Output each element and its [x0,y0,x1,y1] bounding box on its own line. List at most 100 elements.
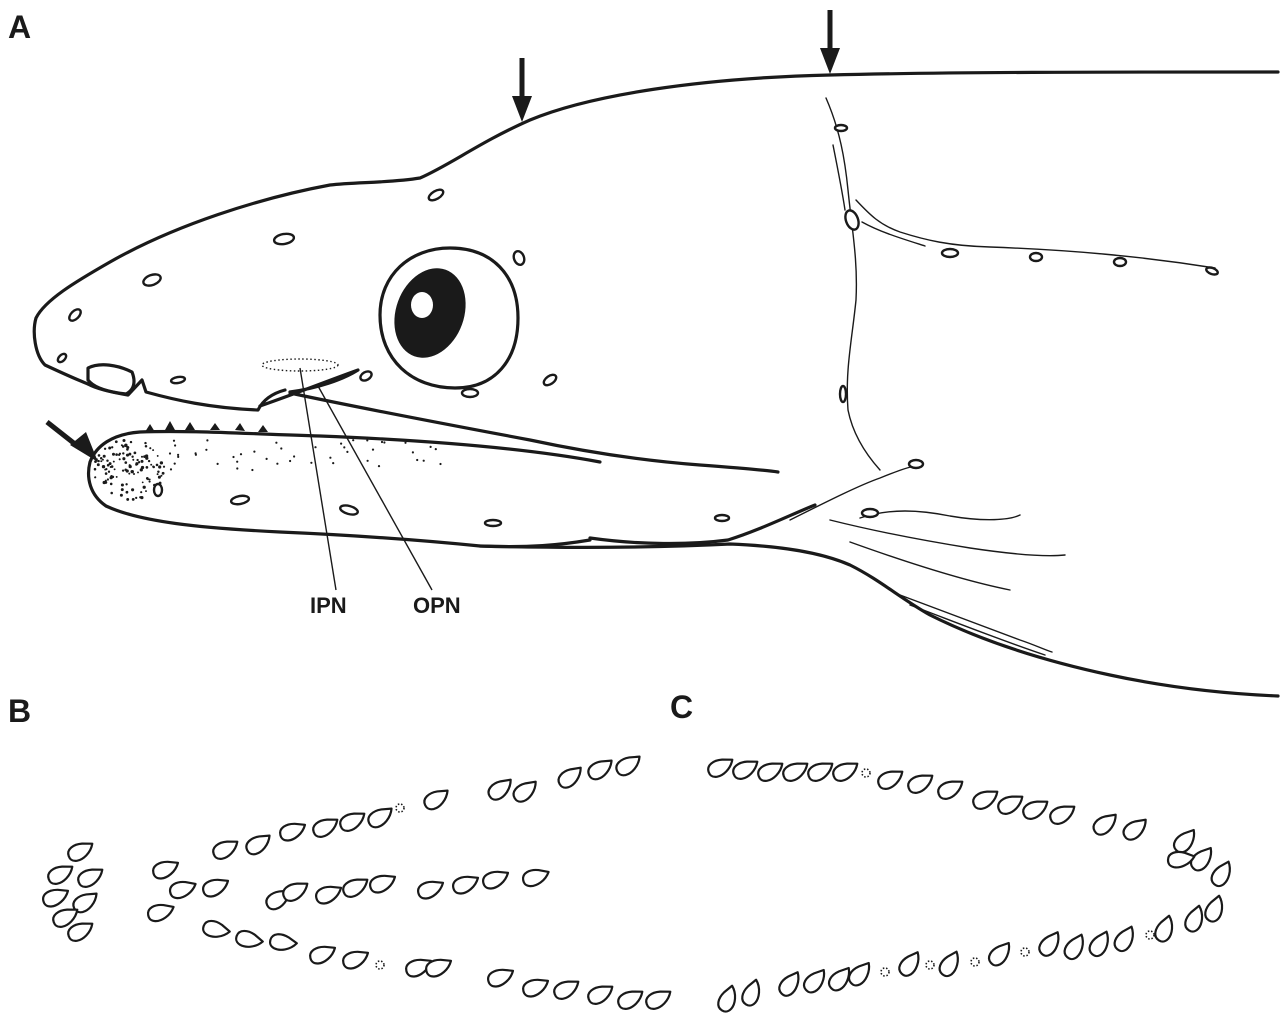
opn-label: OPN [413,593,461,618]
arrow-jaw-tip [47,422,98,462]
tooth [341,948,371,970]
tooth [341,875,371,899]
tooth [311,815,341,839]
head-pores [56,125,1218,526]
tooth [66,839,96,863]
eye [380,248,518,388]
tooth-socket [881,968,889,976]
tooth [1182,903,1209,934]
tooth [201,918,231,942]
tooth [1121,816,1152,843]
tooth [151,858,181,880]
tooth [511,778,542,805]
tooth [422,787,452,812]
tooth [586,757,616,782]
tooth [201,876,231,898]
tooth [46,862,76,886]
premaxillary-flap [88,365,134,394]
tooth [169,880,198,900]
tooth-socket [926,961,934,969]
tooth [731,757,761,781]
tooth-socket [862,769,870,777]
tooth [806,759,836,783]
tooth [522,868,551,888]
tooth-socket [396,804,404,812]
tooth [1171,827,1201,856]
dentition-panel-c [706,755,1237,1014]
tooth [781,759,811,783]
tooth [876,767,906,791]
tooth [715,983,742,1014]
jaw-angle-line [590,505,815,544]
tooth [906,771,936,795]
tooth [1111,924,1140,954]
tooth [1152,913,1179,944]
tooth [268,932,298,954]
tooth [314,883,344,905]
lower-jaw-outline [89,431,600,546]
tooth-socket [1021,948,1029,956]
tooth [1021,797,1051,821]
tooth [234,928,264,952]
tooth [1208,859,1237,889]
tooth [614,753,644,778]
tooth [1048,802,1078,826]
arrow-gill-opening [820,10,840,74]
tooth-socket [376,961,384,969]
tooth [739,977,766,1008]
tooth [41,886,71,908]
tooth [1061,932,1090,962]
tooth [76,865,106,889]
throat-profile-line [480,544,1278,696]
head-outline [34,72,1278,696]
tooth-socket [971,958,979,966]
panel-label-a: A [8,9,31,45]
tooth [776,969,806,999]
tooth [521,976,551,998]
dorsal-profile-line [34,72,1278,384]
tooth [451,873,481,895]
dentition-panel-b [41,753,674,1012]
tooth [971,787,1001,811]
tooth [1086,929,1115,959]
tooth [706,755,736,779]
ipn-label: IPN [310,593,347,618]
gape-line [290,393,778,472]
tooth [616,987,646,1011]
sensory-canals [790,98,1215,655]
panel-label-c: C [670,689,693,725]
arrow-dorsal-origin [512,58,532,122]
maxilla-line [260,370,358,406]
eye-highlight [411,292,433,318]
tooth [831,759,861,783]
tooth [644,987,674,1011]
tooth [481,868,511,890]
tooth [936,949,965,979]
callouts: IPN OPN [300,368,461,618]
tooth [244,832,274,857]
tooth [281,879,311,903]
tooth [211,837,241,861]
tooth [996,792,1026,816]
tooth [756,759,786,783]
lower-jaw-stipple [94,439,442,501]
tooth [338,809,368,833]
upper-jaw-edge [88,380,285,410]
tooth [552,977,582,1001]
tooth [896,949,926,979]
panel-label-b: B [8,693,31,729]
tooth-socket [1146,931,1154,939]
tooth [278,820,308,842]
tooth [366,805,396,830]
tooth [986,940,1016,969]
tooth [1091,811,1122,838]
tooth [846,960,876,989]
tooth [801,967,831,996]
tooth [936,777,966,801]
tooth [368,872,398,894]
tooth [486,966,516,988]
tooth [416,878,446,900]
tooth [308,943,338,965]
tooth [1202,893,1229,924]
